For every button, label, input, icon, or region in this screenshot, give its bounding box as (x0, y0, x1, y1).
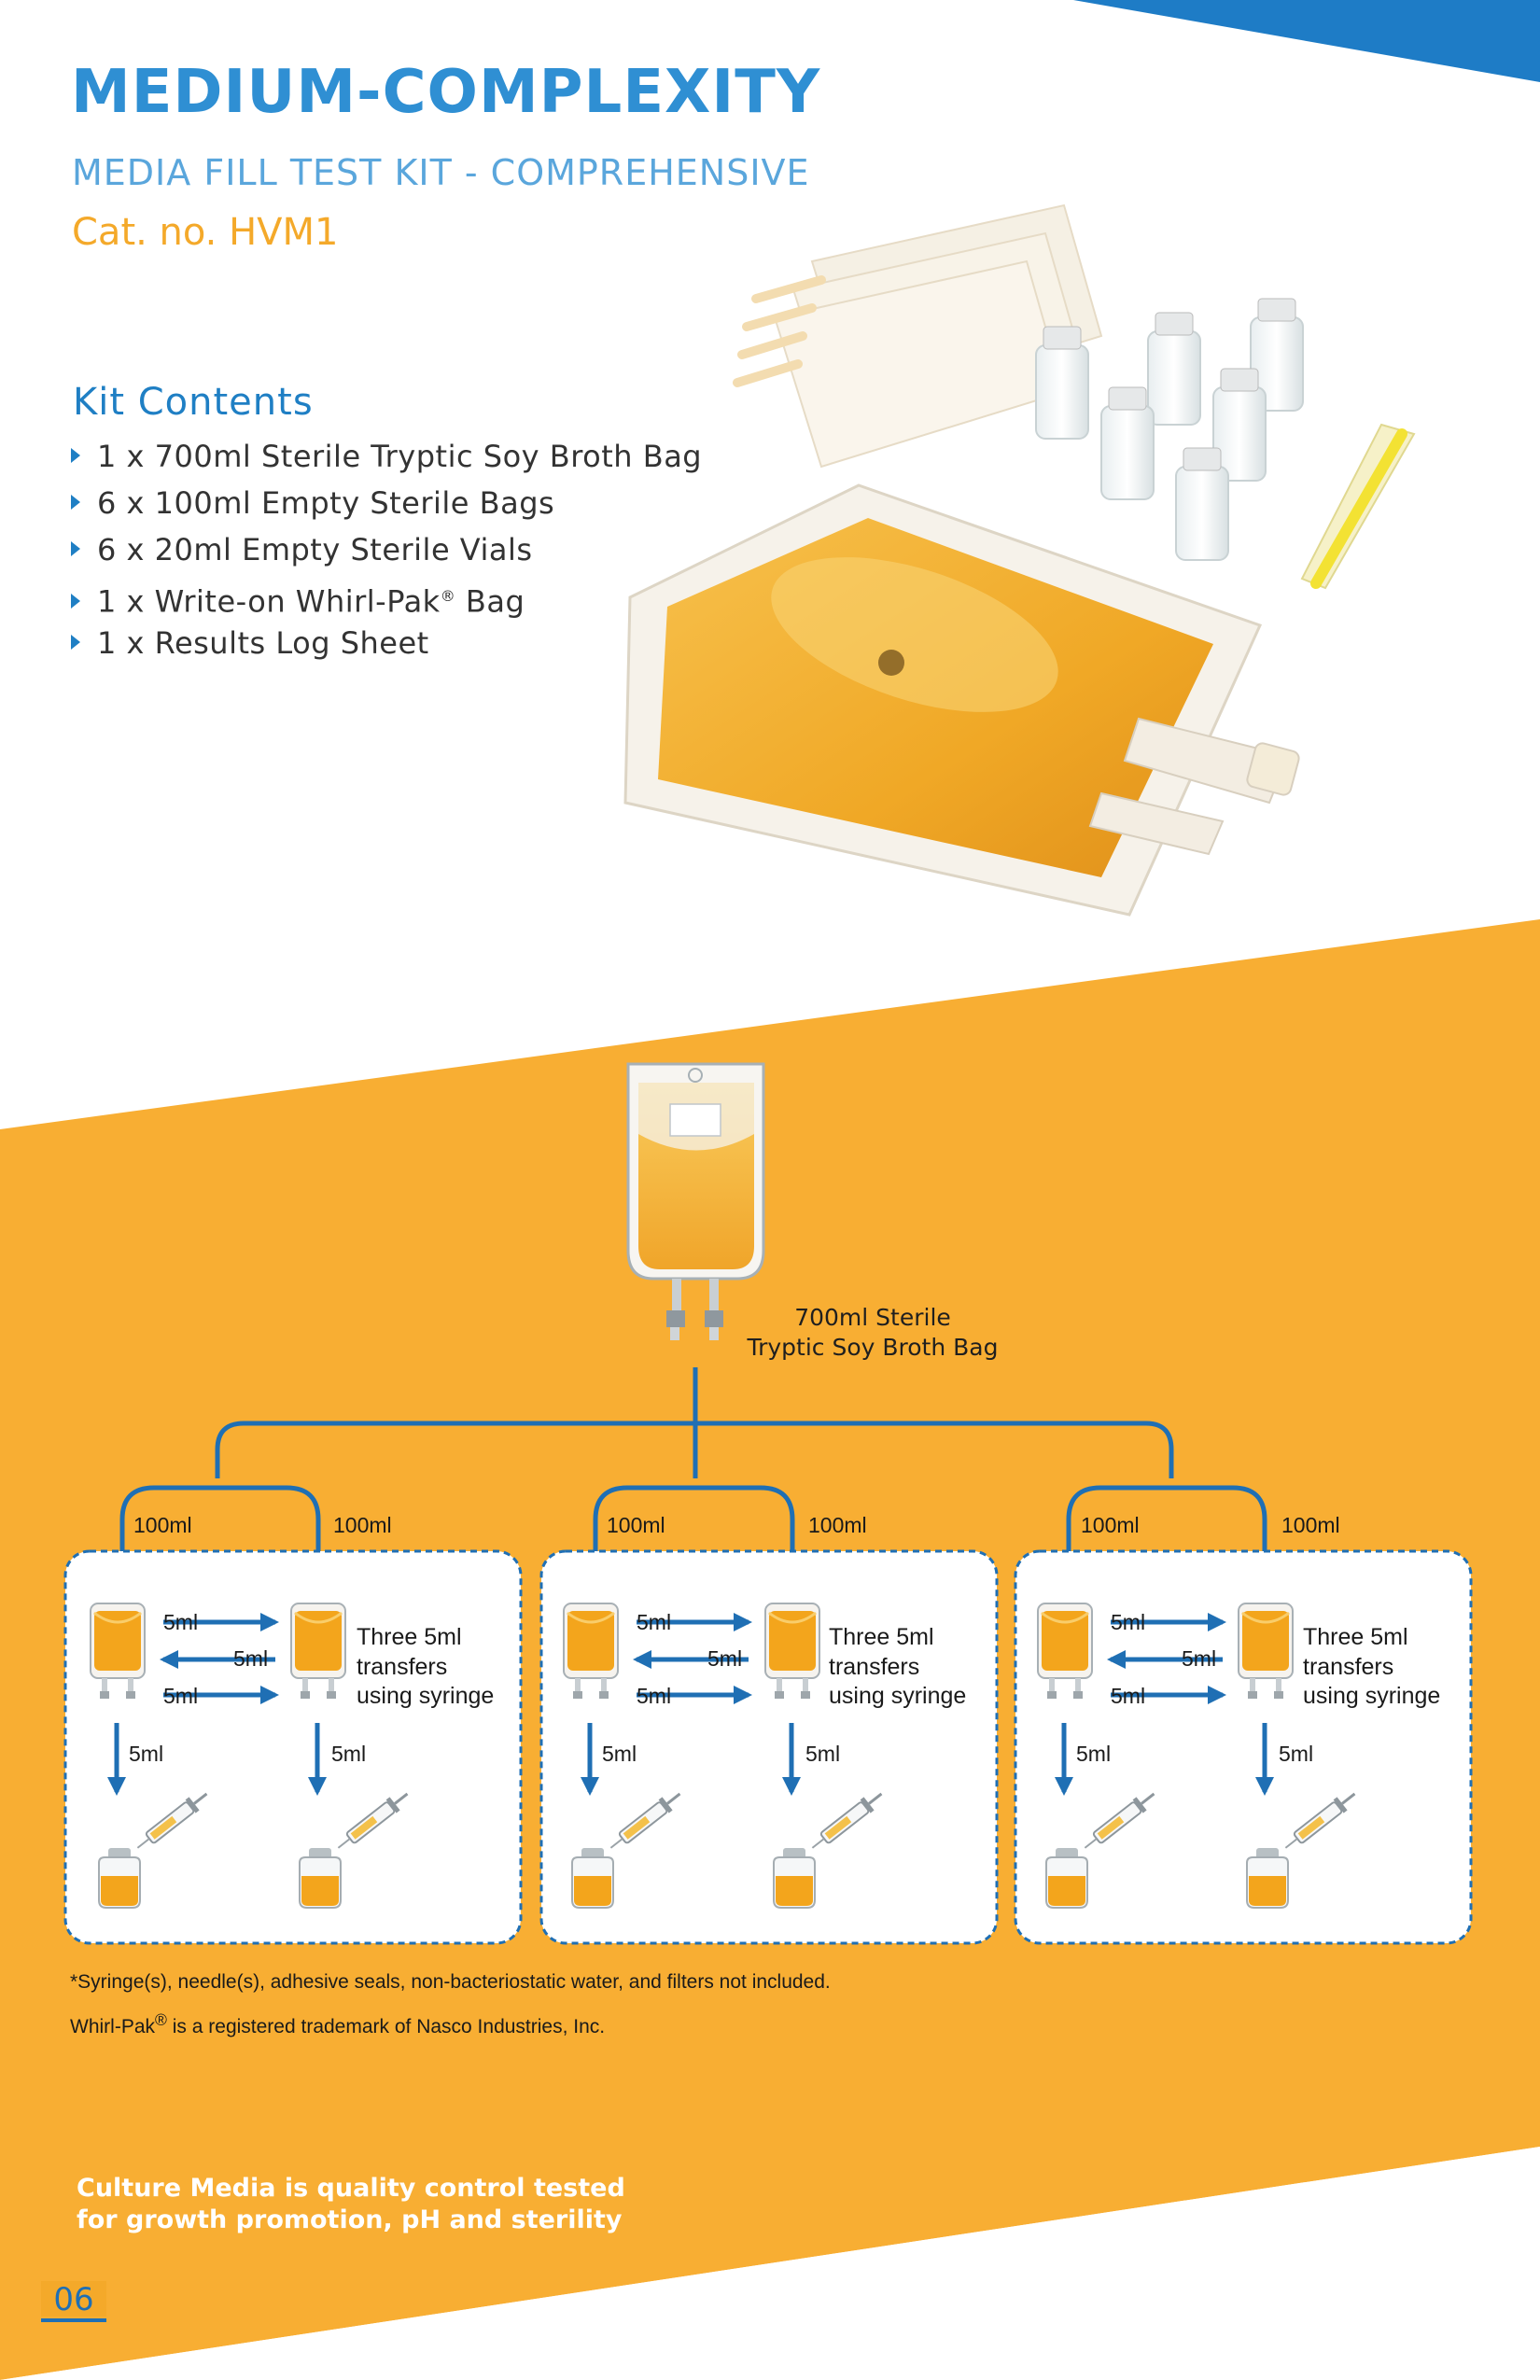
volume-label-100ml: 100ml (133, 1513, 192, 1537)
tagline-line1: Culture Media is quality control tested (77, 2174, 625, 2203)
tagline-line2: for growth promotion, pH and sterility (77, 2205, 623, 2234)
vial (1035, 326, 1089, 440)
volume-label-5ml: 5ml (1111, 1684, 1145, 1708)
trademark-name: Whirl-Pak (70, 2016, 156, 2037)
volume-label-5ml: 5ml (1279, 1742, 1313, 1766)
volume-label-100ml: 100ml (333, 1513, 392, 1537)
bullet-icon (71, 541, 80, 556)
volume-label-5ml: 5ml (233, 1646, 268, 1671)
kit-item-label: 1 x Write-on Whirl-Pak (97, 583, 441, 620)
transfer-note-line2: transfers (1303, 1654, 1393, 1680)
kit-item-label: 1 x Results Log Sheet (97, 625, 429, 661)
transfer-note-line2: transfers (829, 1654, 919, 1680)
kit-contents-heading: Kit Contents (73, 381, 314, 424)
catalog-number: Cat. no. HVM1 (72, 211, 339, 254)
list-item: 6 x 20ml Empty Sterile Vials (71, 526, 702, 573)
bullet-icon (71, 495, 80, 510)
page-title: MEDIUM-COMPLEXITY (71, 58, 821, 127)
kit-item-label: 1 x 700ml Sterile Tryptic Soy Broth Bag (97, 439, 703, 474)
source-broth-bag-illustration (626, 1062, 765, 1340)
volume-label-5ml: 5ml (707, 1646, 742, 1671)
quality-tagline: Culture Media is quality control tested … (77, 2173, 730, 2236)
page-number-underline (41, 2318, 106, 2322)
volume-label-100ml: 100ml (808, 1513, 867, 1537)
kit-product-photo (623, 203, 1416, 917)
kit-item-label: 6 x 100ml Empty Sterile Bags (97, 485, 555, 521)
volume-label-5ml: 5ml (1076, 1742, 1111, 1766)
vial (1212, 368, 1267, 482)
transfer-note-line3: using syringe (357, 1683, 494, 1709)
footnote-trademark: Whirl-Pak® is a registered trademark of … (70, 2010, 605, 2038)
trademark-text: is a registered trademark of Nasco Indus… (166, 2016, 606, 2037)
page-number: 06 (41, 2281, 106, 2318)
source-bag-label: 700ml Sterile Tryptic Soy Broth Bag (705, 1303, 1041, 1363)
volume-label-100ml: 100ml (607, 1513, 665, 1537)
bottom-white-wedge (0, 2147, 1540, 2380)
vial (1250, 298, 1304, 412)
transfer-note-line2: transfers (357, 1654, 447, 1680)
vials-group (1035, 298, 1304, 561)
volume-label-5ml: 5ml (637, 1684, 671, 1708)
volume-label-5ml: 5ml (1111, 1610, 1145, 1634)
volume-label-5ml: 5ml (805, 1742, 840, 1766)
list-item: 6 x 100ml Empty Sterile Bags (71, 480, 702, 526)
transfer-note-line1: Three 5ml (1303, 1624, 1408, 1650)
volume-label-100ml: 100ml (1281, 1513, 1340, 1537)
transfer-panel-2 (539, 1549, 999, 1945)
volume-label-5ml: 5ml (331, 1742, 366, 1766)
vial (1175, 447, 1229, 561)
volume-label-100ml: 100ml (1081, 1513, 1140, 1537)
kit-contents-list: 1 x 700ml Sterile Tryptic Soy Broth Bag … (71, 433, 702, 666)
broth-bag-photo (623, 483, 1300, 917)
volume-label-5ml: 5ml (602, 1742, 637, 1766)
bullet-icon (71, 448, 80, 463)
registered-mark: ® (440, 587, 456, 605)
volume-label-5ml: 5ml (163, 1684, 198, 1708)
footnote-not-included: *Syringe(s), needle(s), adhesive seals, … (70, 1971, 831, 1993)
registered-mark: ® (155, 2010, 167, 2029)
volume-label-5ml: 5ml (129, 1742, 163, 1766)
distribution-lines (113, 1367, 1274, 1589)
whirl-pak-bag (1300, 423, 1416, 590)
source-bag-label-line2: Tryptic Soy Broth Bag (747, 1334, 999, 1361)
vial (1100, 386, 1155, 500)
empty-bags-stack (733, 203, 1103, 469)
bullet-icon (71, 593, 80, 609)
kit-item-label-tail: Bag (455, 583, 525, 620)
transfer-note-line3: using syringe (1303, 1683, 1440, 1709)
transfer-note-line1: Three 5ml (357, 1624, 462, 1650)
transfer-panel-3 (1014, 1549, 1473, 1945)
source-bag-label-line1: 700ml Sterile (794, 1304, 951, 1331)
transfer-note-line1: Three 5ml (829, 1624, 934, 1650)
list-item: 1 x Results Log Sheet (71, 620, 702, 666)
list-item: 1 x Write-on Whirl-Pak® Bag (71, 573, 702, 620)
volume-label-5ml: 5ml (1182, 1646, 1216, 1671)
transfer-note-line3: using syringe (829, 1683, 966, 1709)
bullet-icon (71, 635, 80, 650)
list-item: 1 x 700ml Sterile Tryptic Soy Broth Bag (71, 433, 702, 480)
page-subtitle: MEDIA FILL TEST KIT - COMPREHENSIVE (72, 152, 810, 193)
transfer-panel-1 (63, 1549, 523, 1945)
top-right-blue-accent (1073, 0, 1540, 82)
flow-diagram: 100ml 100ml 100ml 100ml 100ml 100ml 5ml … (63, 1062, 1473, 1945)
volume-label-5ml: 5ml (637, 1610, 671, 1634)
kit-item-label: 6 x 20ml Empty Sterile Vials (97, 532, 533, 567)
vial (1147, 312, 1201, 426)
volume-label-5ml: 5ml (163, 1610, 198, 1634)
